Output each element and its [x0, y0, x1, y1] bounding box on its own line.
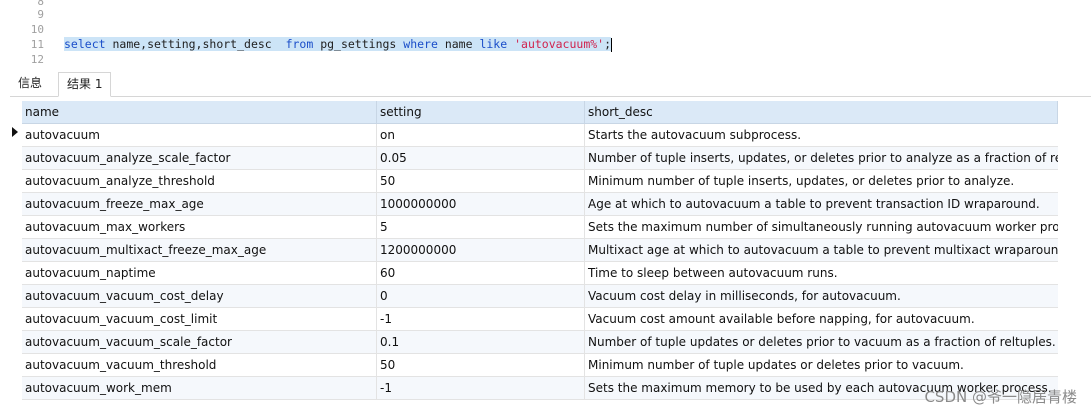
- cell-short-desc[interactable]: Age at which to autovacuum a table to pr…: [588, 197, 1040, 211]
- sql-table: pg_settings: [313, 37, 404, 51]
- cell-setting[interactable]: on: [377, 124, 585, 146]
- cell-short-desc[interactable]: Sets the maximum memory to be used by ea…: [588, 381, 1052, 395]
- column-header-setting[interactable]: setting: [377, 101, 585, 123]
- cell-short-desc[interactable]: Multixact age at which to autovacuum a t…: [588, 243, 1058, 257]
- sql-field: name: [437, 37, 480, 51]
- cell-setting[interactable]: 60: [377, 262, 585, 284]
- cell-short-desc[interactable]: Number of tuple inserts, updates, or del…: [588, 151, 1058, 165]
- cell-setting[interactable]: 1200000000: [377, 239, 585, 261]
- cell-name[interactable]: autovacuum_vacuum_scale_factor: [22, 331, 377, 353]
- column-header-short-desc[interactable]: short_desc: [585, 101, 1058, 123]
- cell-name[interactable]: autovacuum_vacuum_threshold: [22, 354, 377, 376]
- cell-name[interactable]: autovacuum_multixact_freeze_max_age: [22, 239, 377, 261]
- tab-info[interactable]: 信息: [18, 76, 43, 90]
- line-number-gutter: 8 9 10 11 12: [0, 0, 52, 70]
- current-row-indicator-icon: [12, 127, 18, 137]
- column-header-name[interactable]: name: [22, 101, 377, 123]
- line-number: 10: [30, 23, 44, 36]
- line-number: 12: [30, 53, 44, 66]
- line-number: 8: [37, 0, 44, 8]
- cell-short-desc[interactable]: Sets the maximum number of simultaneousl…: [588, 220, 1058, 234]
- cell-short-desc[interactable]: Starts the autovacuum subprocess.: [588, 128, 802, 142]
- cell-short-desc[interactable]: Vacuum cost delay in milliseconds, for a…: [588, 289, 901, 303]
- sql-editor[interactable]: 8 9 10 11 12 select name,setting,short_d…: [0, 0, 1091, 70]
- cell-name[interactable]: autovacuum_naptime: [22, 262, 377, 284]
- cell-short-desc[interactable]: Number of tuple updates or deletes prior…: [588, 335, 1056, 349]
- sql-space: [507, 37, 515, 51]
- cell-short-desc[interactable]: Minimum number of tuple inserts, updates…: [588, 174, 1015, 188]
- cell-short-desc[interactable]: Minimum number of tuple updates or delet…: [588, 358, 964, 372]
- cell-name[interactable]: autovacuum_analyze_threshold: [22, 170, 377, 192]
- sql-query-line[interactable]: select name,setting,short_desc from pg_s…: [64, 36, 613, 53]
- cell-setting[interactable]: 0.1: [377, 331, 585, 353]
- result-tabbar: 信息 结果 1: [10, 72, 1091, 97]
- sql-columns: name,setting,short_desc: [105, 37, 286, 51]
- cell-short-desc[interactable]: Vacuum cost amount available before napp…: [588, 312, 975, 326]
- cell-setting[interactable]: -1: [377, 377, 585, 399]
- sql-keyword: like: [479, 37, 508, 51]
- line-number: 9: [37, 8, 44, 21]
- sql-keyword: from: [285, 37, 314, 51]
- cell-setting[interactable]: 1000000000: [377, 193, 585, 215]
- cell-setting[interactable]: 0: [377, 285, 585, 307]
- tab-result-1[interactable]: 结果 1: [58, 72, 112, 97]
- sql-string: 'autovacuum%': [514, 37, 605, 51]
- sql-keyword: select: [64, 37, 106, 51]
- sql-keyword: where: [403, 37, 438, 51]
- cell-name[interactable]: autovacuum_vacuum_cost_limit: [22, 308, 377, 330]
- cell-name[interactable]: autovacuum_max_workers: [22, 216, 377, 238]
- cell-name[interactable]: autovacuum_work_mem: [22, 377, 377, 399]
- cell-setting[interactable]: 50: [377, 354, 585, 376]
- line-number: 11: [30, 38, 44, 51]
- cell-name[interactable]: autovacuum: [22, 124, 377, 146]
- cell-setting[interactable]: -1: [377, 308, 585, 330]
- cell-short-desc[interactable]: Time to sleep between autovacuum runs.: [588, 266, 838, 280]
- cell-name[interactable]: autovacuum_vacuum_cost_delay: [22, 285, 377, 307]
- grid-header-row: name setting short_desc: [22, 101, 1058, 124]
- watermark: CSDN @爷一隐居青楼: [924, 388, 1077, 406]
- cell-setting[interactable]: 5: [377, 216, 585, 238]
- text-cursor: [611, 37, 613, 52]
- cell-setting[interactable]: 0.05: [377, 147, 585, 169]
- sql-terminator: ;: [604, 37, 612, 51]
- cell-name[interactable]: autovacuum_analyze_scale_factor: [22, 147, 377, 169]
- cell-name[interactable]: autovacuum_freeze_max_age: [22, 193, 377, 215]
- cell-setting[interactable]: 50: [377, 170, 585, 192]
